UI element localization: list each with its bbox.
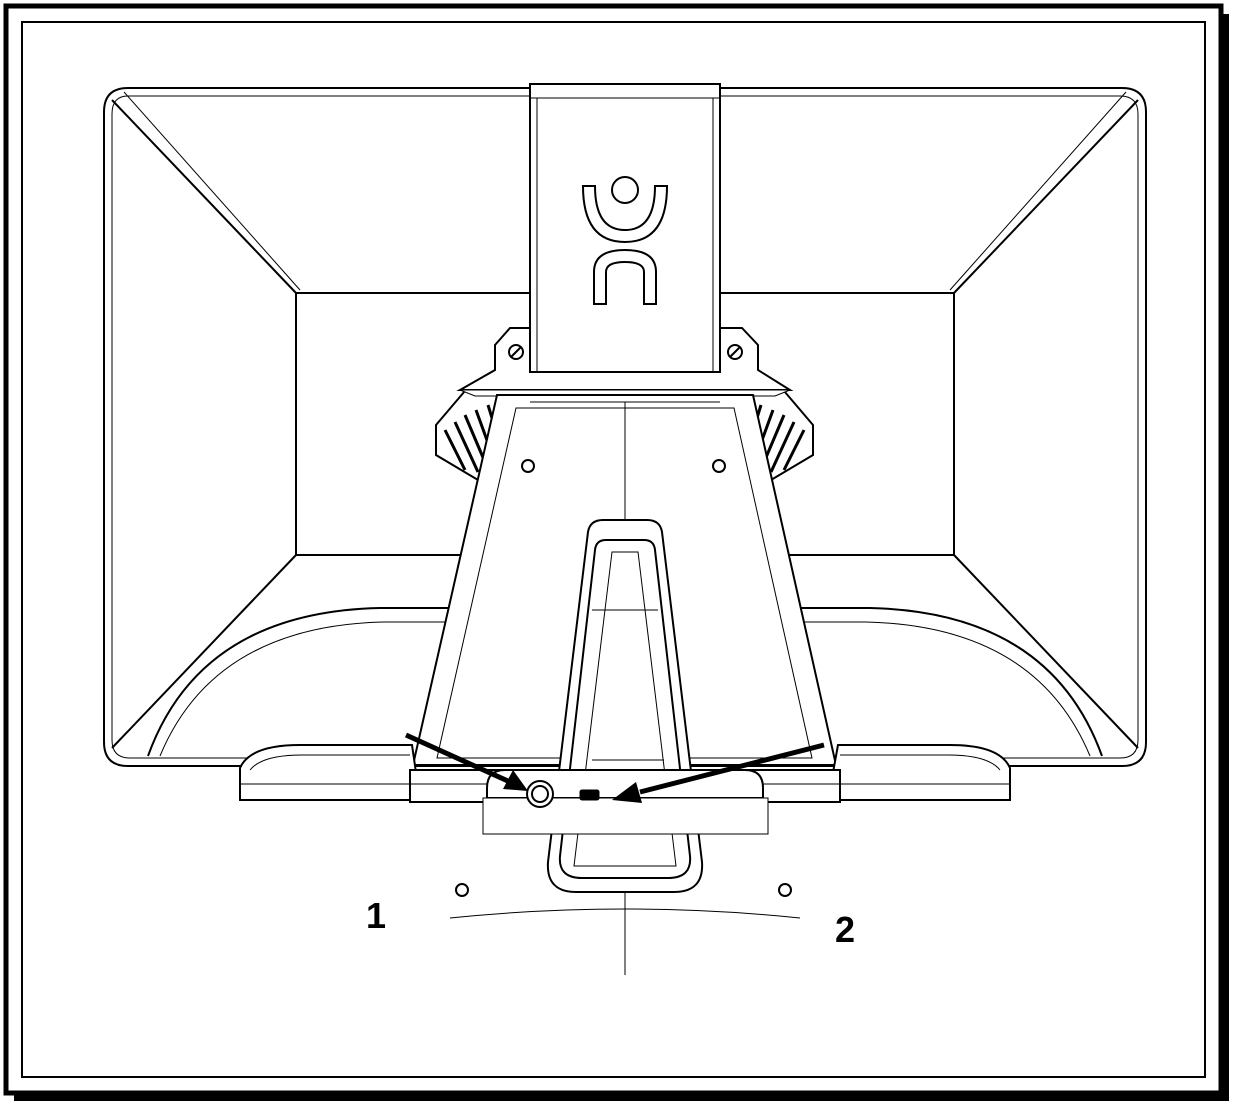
callout-label-2: 2 — [835, 909, 856, 950]
screw-icon — [521, 459, 535, 473]
hinge-block — [529, 83, 721, 373]
brand-logo-icon — [581, 176, 669, 305]
audio-jack — [526, 780, 554, 808]
port-cover — [482, 769, 769, 835]
callout-label-1: 1 — [366, 895, 387, 936]
screw-icon — [455, 883, 469, 897]
stand-column — [411, 394, 838, 975]
screw-icon — [778, 883, 792, 897]
arrow-icon — [404, 732, 528, 791]
screw-icon — [727, 344, 743, 360]
screw-icon — [508, 344, 524, 360]
arrow-icon — [612, 742, 825, 803]
screw-icon — [712, 459, 726, 473]
usb-port — [579, 789, 600, 801]
